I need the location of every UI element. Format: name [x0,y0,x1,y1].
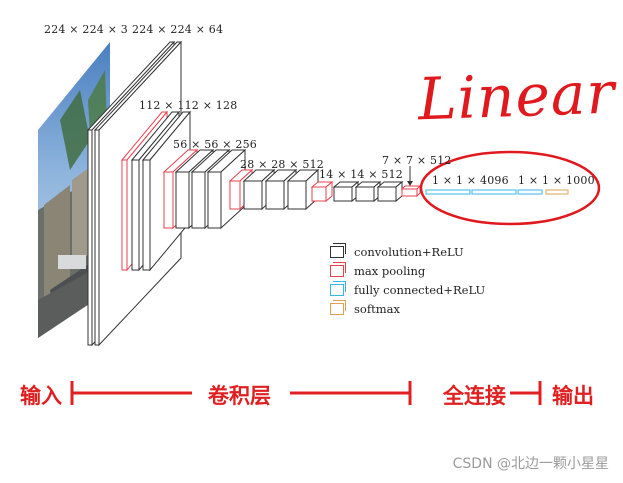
legend-label: softmax [354,301,400,316]
block-7 [400,166,422,198]
linear-annotation-ellipse [419,150,601,226]
legend-item-pool: max pooling [330,261,485,280]
legend-label: fully connected+ReLU [354,282,486,297]
legend-swatch-pool [330,261,346,277]
section-conv-label: 卷积层 [208,384,271,408]
legend-item-softmax: softmax [330,299,485,318]
linear-annotation: Linear [416,58,617,134]
dim-fc4096: 1 × 1 × 4096 [432,174,509,187]
dim-14: 14 × 14 × 512 [319,168,404,181]
fc-layers [425,189,569,195]
dim-fc1000: 1 × 1 × 1000 [518,174,595,187]
section-output-label: 输出 [552,384,594,408]
section-input-label: 输入 [20,384,62,408]
legend-swatch-softmax [330,299,346,315]
dim-112: 112 × 112 × 128 [139,99,238,112]
legend: convolution+ReLU max pooling fully conne… [330,242,485,318]
section-fc-label: 全连接 [443,384,506,408]
dim-7: 7 × 7 × 512 [382,154,452,167]
legend-label: max pooling [354,263,426,278]
dim-input: 224 × 224 × 3 [44,23,129,36]
block-112 [120,110,192,272]
dim-conv1: 224 × 224 × 64 [132,23,224,36]
legend-item-conv: convolution+ReLU [330,242,485,261]
block-28 [228,168,320,211]
block-14 [310,180,404,203]
dim-28: 28 × 28 × 512 [240,158,325,171]
legend-item-fc: fully connected+ReLU [330,280,485,299]
legend-label: convolution+ReLU [354,244,464,259]
legend-swatch-fc [330,280,346,296]
dim-56: 56 × 56 × 256 [173,138,258,151]
watermark: CSDN @北边一颗小星星 [452,456,609,472]
section-rule [70,381,542,405]
legend-swatch-conv [330,242,346,258]
